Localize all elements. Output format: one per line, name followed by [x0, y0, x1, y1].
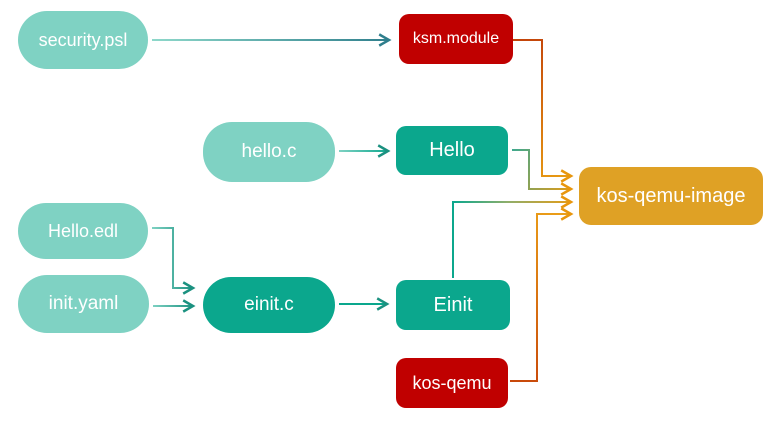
node-einit-c[interactable]: einit.c	[203, 277, 335, 333]
node-ksm-module[interactable]: ksm.module	[399, 14, 513, 64]
edge-ksm-module-to-kos-qemu-image	[513, 39, 574, 183]
node-hello[interactable]: Hello	[396, 126, 508, 175]
node-security-psl-label: security.psl	[38, 29, 128, 50]
edge-kos-qemu-to-kos-qemu-image	[510, 207, 574, 382]
node-hello-label: Hello	[429, 139, 475, 161]
node-hello-c-label: hello.c	[241, 141, 297, 162]
edge-hello-edl-to-einit-c	[152, 227, 196, 295]
edge-hello-to-kos-qemu-image	[512, 149, 574, 196]
node-init-yaml[interactable]: init.yaml	[18, 275, 149, 333]
node-kos-qemu-image[interactable]: kos-qemu-image	[579, 167, 763, 225]
node-einit-c-label: einit.c	[244, 294, 294, 315]
node-init-yaml-label: init.yaml	[48, 293, 119, 314]
node-hello-edl-label: Hello.edl	[47, 220, 119, 241]
node-hello-c[interactable]: hello.c	[203, 122, 335, 182]
node-security-psl[interactable]: security.psl	[18, 11, 148, 69]
node-einit[interactable]: Einit	[396, 280, 510, 330]
edge-einit-to-kos-qemu-image	[452, 195, 574, 278]
node-kos-qemu-label: kos-qemu	[412, 372, 492, 393]
node-kos-qemu-image-label: kos-qemu-image	[596, 184, 746, 207]
node-hello-edl[interactable]: Hello.edl	[18, 203, 148, 259]
node-kos-qemu[interactable]: kos-qemu	[396, 358, 508, 408]
node-ksm-module-label: ksm.module	[412, 30, 500, 47]
node-einit-label: Einit	[433, 293, 473, 316]
